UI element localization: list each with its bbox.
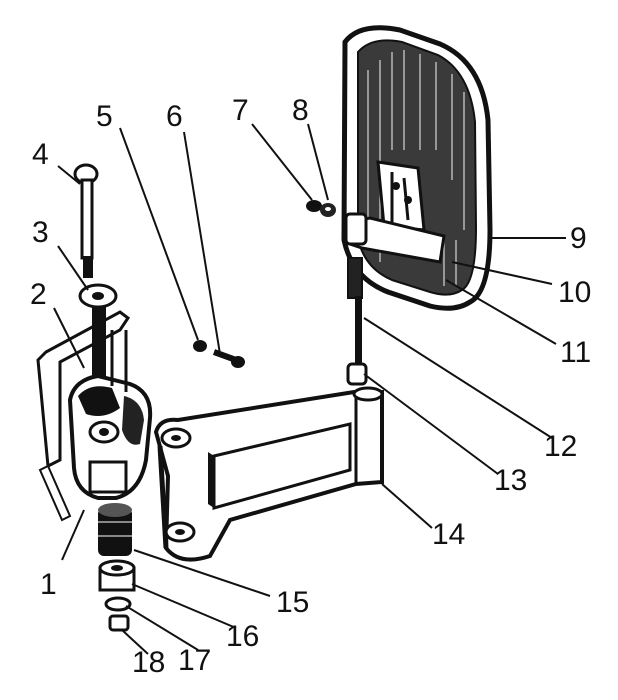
spring-15 bbox=[98, 503, 132, 556]
nut-7 bbox=[306, 200, 322, 212]
arm-bracket bbox=[153, 386, 384, 562]
clamp-body bbox=[36, 310, 153, 522]
callout-3: 3 bbox=[32, 216, 49, 249]
callout-12: 12 bbox=[544, 430, 577, 463]
callout-6: 6 bbox=[166, 100, 183, 133]
callout-13: 13 bbox=[494, 464, 527, 497]
callout-7: 7 bbox=[232, 94, 249, 127]
washer-3 bbox=[78, 283, 118, 376]
callout-2: 2 bbox=[30, 278, 47, 311]
washer-8 bbox=[320, 203, 336, 217]
bolt-4 bbox=[73, 163, 99, 278]
callout-5: 5 bbox=[96, 100, 113, 133]
mirror-mount-plate bbox=[376, 160, 426, 232]
mirror-bracket bbox=[342, 216, 446, 264]
callout-1: 1 bbox=[40, 568, 57, 601]
nut-5 bbox=[193, 340, 207, 352]
washer-17 bbox=[104, 596, 132, 612]
callout-4: 4 bbox=[32, 138, 49, 171]
callout-labels: 1 2 3 4 5 6 7 8 9 10 11 12 13 14 15 16 1… bbox=[30, 94, 591, 679]
washer-16 bbox=[98, 559, 136, 592]
callout-18: 18 bbox=[132, 646, 165, 679]
mirror-assembly bbox=[341, 25, 493, 311]
leader-lines bbox=[53, 123, 566, 655]
callout-9: 9 bbox=[570, 222, 587, 255]
callout-14: 14 bbox=[432, 518, 465, 551]
nut-18 bbox=[108, 614, 130, 632]
screw-6 bbox=[212, 349, 245, 368]
stem-rod bbox=[346, 257, 368, 386]
callout-11: 11 bbox=[560, 336, 591, 369]
callout-10: 10 bbox=[558, 276, 591, 309]
callout-17: 17 bbox=[178, 644, 211, 677]
callout-16: 16 bbox=[226, 620, 259, 653]
callout-8: 8 bbox=[292, 94, 309, 127]
callout-15: 15 bbox=[276, 586, 309, 619]
